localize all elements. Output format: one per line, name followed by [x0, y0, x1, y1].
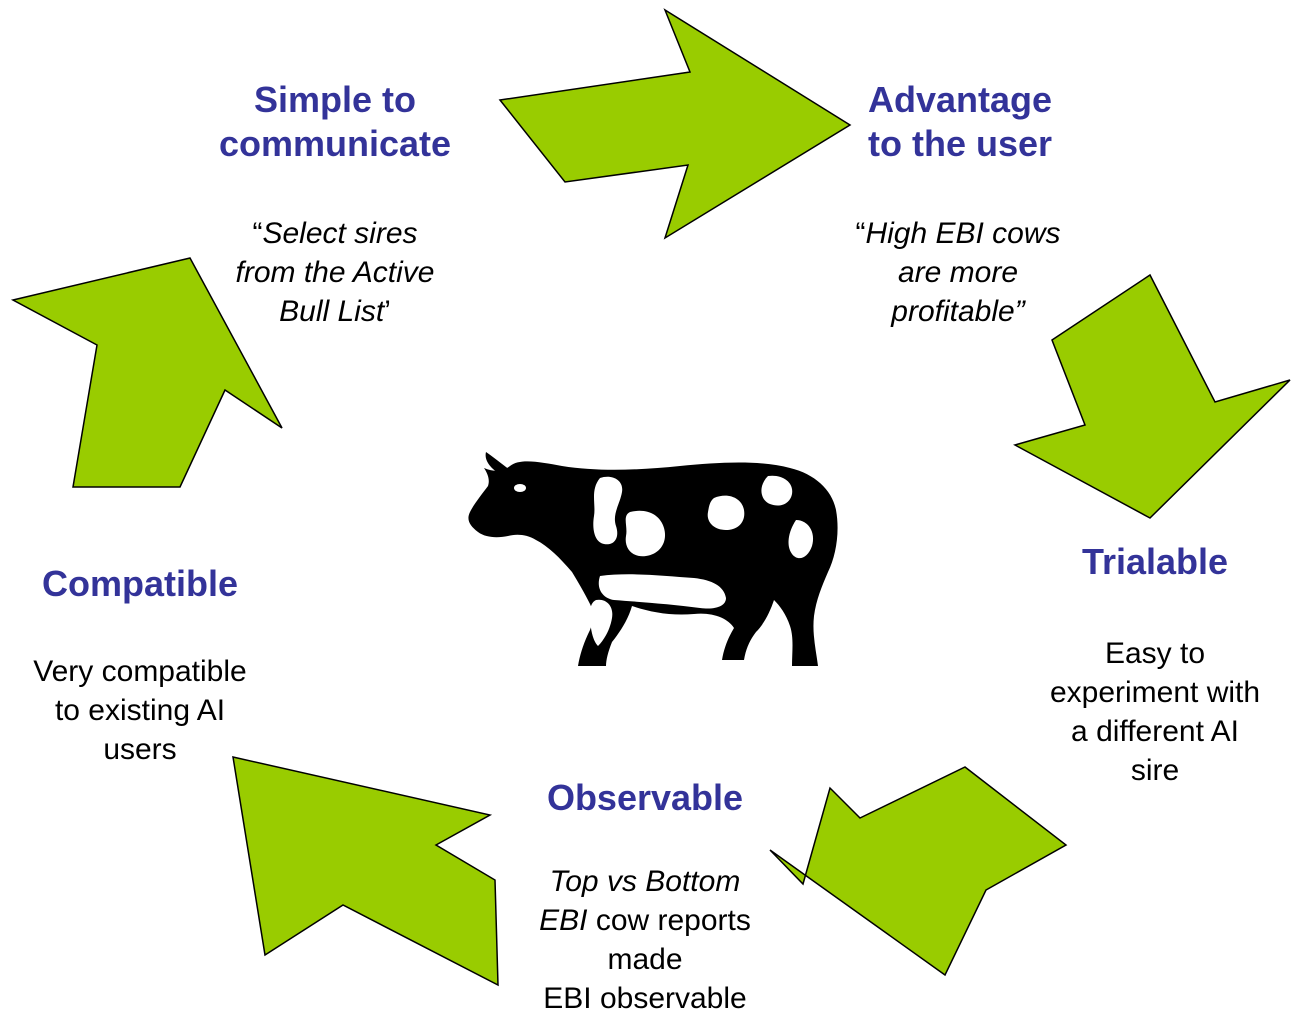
stage-title-trialable-text: Trialable — [1081, 541, 1229, 582]
stage-quote-simple-line1: “Select sires — [195, 214, 475, 253]
stage-title-observable-text: Observable — [546, 777, 744, 818]
open-quote-mark: “ — [855, 217, 866, 250]
stage-title-trialable: Trialable — [1040, 540, 1270, 584]
stage-quote-advantage-line2: are more — [897, 256, 1019, 289]
stage-body-compatible-line2: to existing AI — [54, 694, 226, 727]
stage-body-compatible-line3: users — [103, 733, 177, 766]
cow-patch-belly — [598, 574, 726, 609]
quote-text: Bull List — [279, 295, 385, 328]
stage-body-observable: Top vs Bottom EBI cow reports made EBI o… — [505, 862, 785, 1018]
stage-quote-simple-line3: Bull List’ — [195, 292, 475, 331]
stage-title-advantage-line1: Advantage — [867, 79, 1053, 120]
cow-eye — [514, 484, 526, 492]
stage-body-observable-line1: Top vs Bottom — [549, 865, 741, 898]
close-quote-mark: ’ — [384, 295, 391, 328]
cow-patch-rump — [761, 475, 793, 506]
stage-title-observable: Observable — [515, 776, 775, 820]
stage-body-trialable-line4: sire — [1130, 754, 1180, 787]
stage-body-trialable-line1: Easy to — [1104, 637, 1206, 670]
cow-patch-hip — [788, 520, 814, 559]
cow-body — [468, 461, 838, 666]
curved-arrow-icon-left — [10, 257, 283, 488]
stage-title-simple-line1: Simple to — [253, 79, 417, 120]
cow-patch-leg — [590, 599, 613, 646]
curved-arrow-icon-top — [498, 8, 852, 240]
quote-text: High EBI cows — [865, 217, 1061, 250]
cycle-arrows — [10, 8, 1291, 987]
stage-title-advantage: Advantage to the user — [810, 78, 1110, 166]
stage-quote-advantage-line3: profitable” — [818, 292, 1098, 331]
stage-body-trialable-line2: experiment with — [1049, 676, 1261, 709]
ebi-italic-text: EBI — [539, 904, 588, 937]
stage-title-compatible-text: Compatible — [41, 563, 238, 604]
cow-patch-shoulder — [625, 510, 666, 557]
open-quote-mark: “ — [252, 217, 263, 250]
cow-reports-text: cow reports — [587, 904, 751, 937]
stage-quote-advantage-line1: “High EBI cows — [818, 214, 1098, 253]
stage-title-simple-line2: communicate — [218, 123, 452, 164]
close-quote-mark: ” — [1014, 295, 1025, 328]
stage-quote-simple: “Select sires from the Active Bull List’ — [195, 214, 475, 331]
quote-text: Select sires — [262, 217, 418, 250]
cow-icon — [468, 452, 838, 666]
stage-title-compatible: Compatible — [10, 562, 270, 606]
curved-arrow-icon-right — [1013, 273, 1291, 519]
cow-patch-back — [707, 495, 745, 530]
stage-body-compatible: Very compatible to existing AI users — [5, 652, 275, 769]
cow-patch-neck — [593, 476, 623, 545]
stage-body-observable-line4: EBI observable — [543, 982, 747, 1015]
stage-body-trialable: Easy to experiment with a different AI s… — [1025, 634, 1285, 790]
stage-title-simple: Simple to communicate — [190, 78, 480, 166]
stage-body-compatible-line1: Very compatible — [33, 655, 247, 688]
curved-arrow-icon-bottom-right — [769, 766, 1068, 977]
stage-quote-advantage: “High EBI cows are more profitable” — [818, 214, 1098, 331]
stage-body-observable-line3: made — [607, 943, 683, 976]
curved-arrow-icon-bottom-left — [232, 756, 499, 987]
stage-body-trialable-line3: a different AI — [1071, 715, 1239, 748]
stage-quote-simple-line2: from the Active — [235, 256, 435, 289]
stage-title-advantage-line2: to the user — [867, 123, 1053, 164]
quote-text: profitable — [891, 295, 1015, 328]
cow-ear — [485, 452, 510, 474]
stage-body-observable-line2: EBI cow reports — [505, 901, 785, 940]
